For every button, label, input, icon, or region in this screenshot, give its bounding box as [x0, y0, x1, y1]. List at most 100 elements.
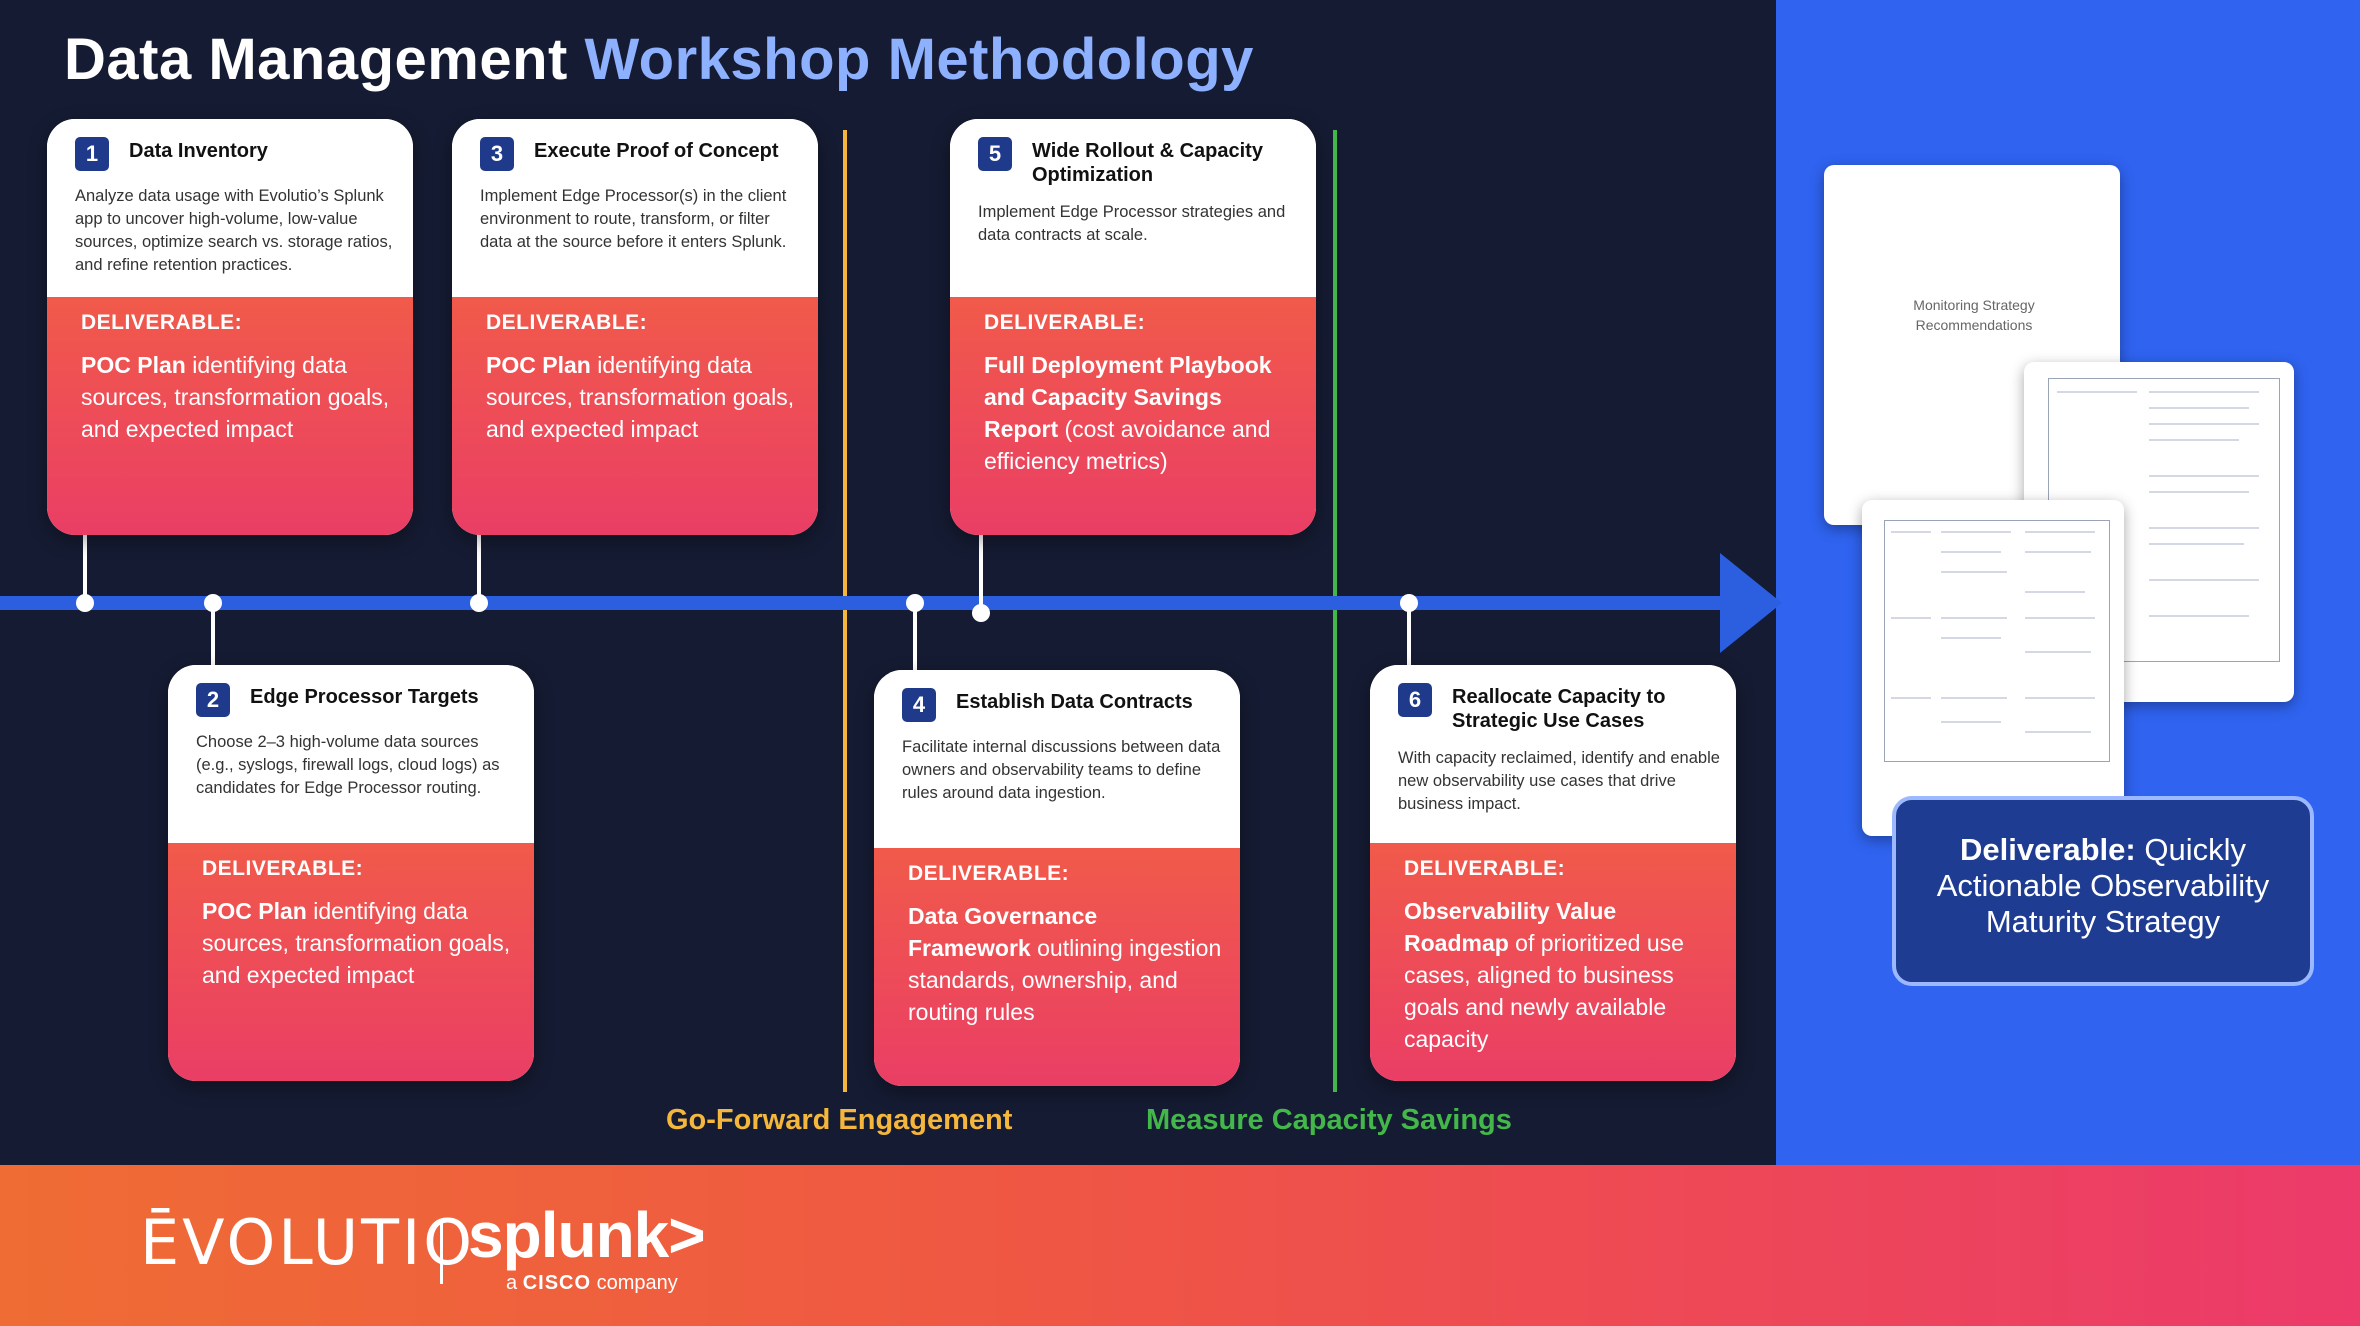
table-line [2149, 439, 2239, 441]
table-line [1941, 571, 2007, 573]
go-forward-divider [843, 130, 847, 1092]
table-line [2149, 491, 2249, 493]
evolutio-logo: ĒVOLUTIO [140, 1206, 476, 1279]
table-line [1891, 531, 1931, 533]
deliverable-bold: POC Plan [81, 352, 186, 378]
stem-step-2 [211, 603, 215, 666]
document-page-middle [1862, 500, 2124, 836]
step-deliverable: DELIVERABLE: POC Plan identifying data s… [47, 297, 413, 535]
table-line [1941, 721, 2001, 723]
table-line [2025, 731, 2091, 733]
step-deliverable: DELIVERABLE: POC Plan identifying data s… [168, 843, 534, 1081]
title-main: Data Management [64, 27, 568, 92]
document-title: Monitoring Strategy Recommendations [1913, 297, 2035, 333]
step-description: Choose 2–3 high-volume data sources (e.g… [196, 733, 500, 797]
step-deliverable: DELIVERABLE: Observability Value Roadmap… [1370, 843, 1736, 1081]
step-description: Implement Edge Processor(s) in the clien… [480, 187, 787, 251]
deliverable-text: POC Plan identifying data sources, trans… [81, 349, 395, 445]
deliverable-label: DELIVERABLE: [202, 857, 364, 880]
title-accent: Workshop Methodology [584, 27, 1254, 92]
deliverable-rest: identifying data sources, transformation… [486, 352, 795, 442]
deliverable-label: DELIVERABLE: [81, 311, 243, 334]
step-description: With capacity reclaimed, identify and en… [1398, 749, 1720, 813]
step-title: Reallocate Capacity to Strategic Use Cas… [1452, 686, 1666, 732]
table-line [2025, 591, 2085, 593]
table-line [1891, 617, 1931, 619]
table-line [2025, 531, 2095, 533]
step-number-badge: 6 [1398, 683, 1432, 717]
table-line [2057, 391, 2137, 393]
footer-bar [0, 1165, 2360, 1326]
step-number-badge: 2 [196, 683, 230, 717]
step-description: Facilitate internal discussions between … [902, 738, 1221, 802]
phase-label-measure: Measure Capacity Savings [1146, 1104, 1512, 1136]
step-card-6-header: 6 Reallocate Capacity to Strategic Use C… [1370, 665, 1736, 843]
step-card-4: 4 Establish Data Contracts Facilitate in… [874, 670, 1240, 1086]
final-deliverable-box: Deliverable: Quickly Actionable Observab… [1892, 796, 2314, 986]
cisco-tagline: a CISCO company [506, 1272, 678, 1295]
step-card-1: 1 Data Inventory Analyze data usage with… [47, 119, 413, 535]
table-line [1941, 531, 2011, 533]
step-title: Execute Proof of Concept [534, 140, 779, 162]
table-line [2025, 651, 2091, 653]
deliverable-label: DELIVERABLE: [486, 311, 648, 334]
stem-step-3 [477, 530, 481, 602]
deliverable-rest: identifying data sources, transformation… [202, 898, 511, 988]
deliverable-text: Full Deployment Playbook and Capacity Sa… [984, 349, 1298, 477]
table-line [2025, 617, 2095, 619]
table-line [2025, 551, 2091, 553]
deliverable-bold: Observability Value Roadmap [1404, 898, 1617, 956]
step-card-1-header: 1 Data Inventory Analyze data usage with… [47, 119, 413, 297]
table-line [1941, 617, 2007, 619]
step-card-3: 3 Execute Proof of Concept Implement Edg… [452, 119, 818, 535]
timeline-dot-2 [204, 594, 222, 612]
timeline-dot-4 [906, 594, 924, 612]
step-number-badge: 1 [75, 137, 109, 171]
stem-step-4 [913, 603, 917, 671]
phase-label-go-forward: Go-Forward Engagement [666, 1104, 1013, 1136]
deliverable-rest: of prioritized use cases, aligned to bus… [1404, 930, 1684, 1052]
table-line [1941, 637, 2001, 639]
deliverable-bold: Full Deployment Playbook and Capacity Sa… [984, 352, 1272, 442]
table-line [2149, 615, 2249, 617]
deliverable-text: POC Plan identifying data sources, trans… [486, 349, 800, 445]
step-card-2: 2 Edge Processor Targets Choose 2–3 high… [168, 665, 534, 1081]
timeline-dot-1 [76, 594, 94, 612]
table-line [1941, 697, 2007, 699]
step-number-badge: 3 [480, 137, 514, 171]
table-line [2149, 579, 2259, 581]
deliverable-bold: Data Governance Framework [908, 903, 1098, 961]
stem-step-6 [1407, 603, 1411, 666]
step-title: Data Inventory [129, 140, 268, 162]
logo-divider [440, 1222, 443, 1284]
splunk-logo: splunk> [468, 1199, 706, 1271]
step-title: Wide Rollout & Capacity Optimization [1032, 140, 1263, 186]
cisco-prefix: a [506, 1272, 523, 1294]
deliverable-label: DELIVERABLE: [908, 862, 1070, 885]
stem-step-1 [83, 530, 87, 602]
timeline-dot-5 [972, 604, 990, 622]
step-description: Analyze data usage with Evolutio’s Splun… [75, 187, 393, 274]
step-card-6: 6 Reallocate Capacity to Strategic Use C… [1370, 665, 1736, 1081]
step-deliverable: DELIVERABLE: Data Governance Framework o… [874, 848, 1240, 1086]
step-title: Edge Processor Targets [250, 686, 479, 708]
stem-step-5 [979, 530, 983, 612]
final-deliverable-label: Deliverable: [1959, 832, 2136, 867]
document-table [1884, 520, 2110, 762]
step-description: Implement Edge Processor strategies and … [978, 203, 1286, 244]
table-line [2149, 475, 2259, 477]
deliverable-bold: POC Plan [202, 898, 307, 924]
step-deliverable: DELIVERABLE: Full Deployment Playbook an… [950, 297, 1316, 535]
measure-divider [1333, 130, 1337, 1092]
deliverable-text: Observability Value Roadmap of prioritiz… [1404, 895, 1718, 1055]
final-deliverable-text: Quickly Actionable Observability Maturit… [1936, 832, 2270, 939]
deliverable-label: DELIVERABLE: [1404, 857, 1566, 880]
cisco-suffix: company [591, 1272, 678, 1294]
step-title: Establish Data Contracts [956, 691, 1193, 713]
deliverable-label: DELIVERABLE: [984, 311, 1146, 334]
timeline-dot-3 [470, 594, 488, 612]
step-number-badge: 5 [978, 137, 1012, 171]
page-title: Data Management Workshop Methodology [64, 26, 1254, 93]
table-line [2149, 407, 2249, 409]
table-line [2149, 527, 2259, 529]
